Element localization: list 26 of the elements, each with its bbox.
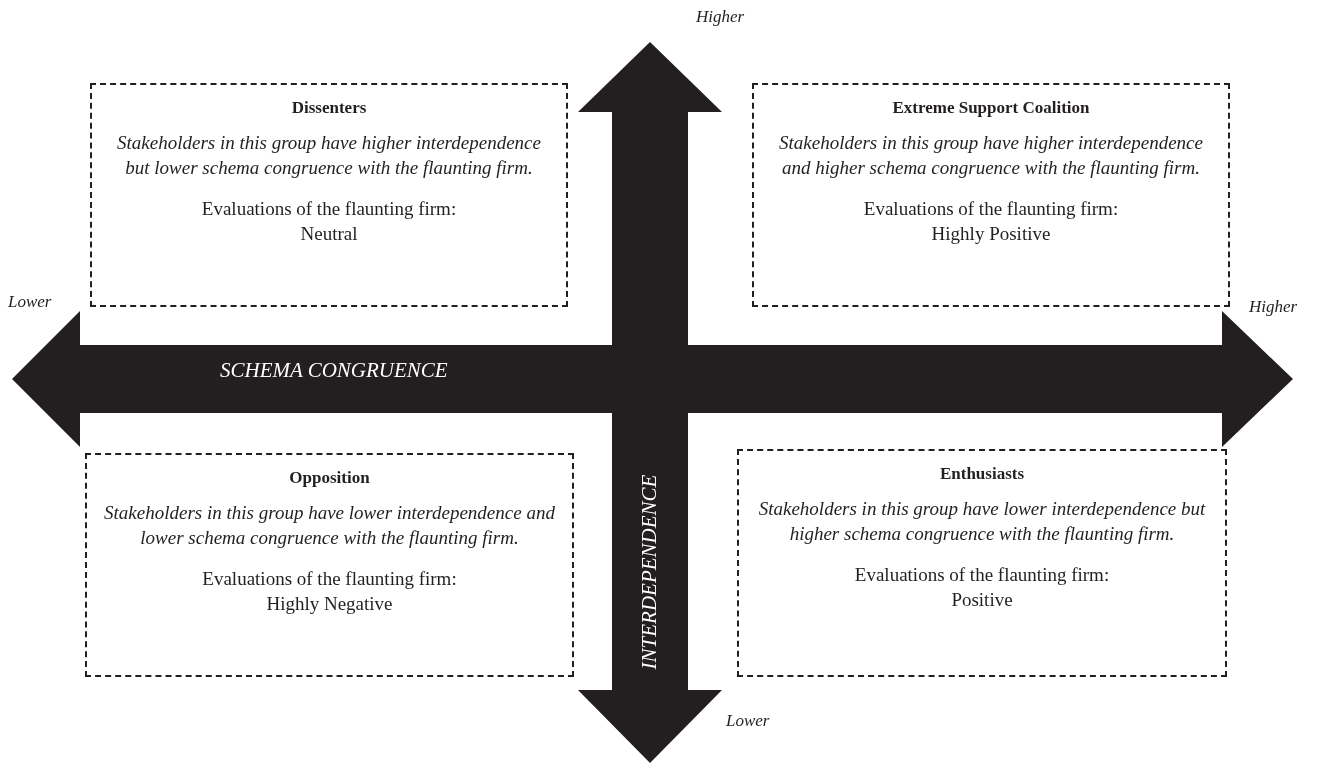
quadrant-description: Stakeholders in this group have lower interdependence and lower schema congruence with the flaunting firm. <box>103 501 556 551</box>
quadrant-box <box>737 449 1227 677</box>
quadrant-box <box>85 453 574 677</box>
quadrant-title: Dissenters <box>291 97 367 119</box>
quadrant-title: Enthusiasts <box>939 463 1025 485</box>
quadrant-title: Extreme Support Coalition <box>892 97 1090 119</box>
quadrant-description: Stakeholders in this group have lower interdependence but higher schema congruence with the flaunting firm. <box>757 497 1207 547</box>
axis-end-label: Lower <box>726 710 770 732</box>
quadrant-box <box>752 83 1230 307</box>
evaluation-value: Highly Negative <box>266 592 393 617</box>
evaluation-label: Evaluations of the flaunting firm: <box>201 197 457 222</box>
quadrant-title: Opposition <box>289 467 370 489</box>
evaluation-value: Highly Positive <box>931 222 1051 247</box>
quadrant-description: Stakeholders in this group have higher interdependence and higher schema congruence with the flaunting firm. <box>778 131 1204 181</box>
quadrant-description: Stakeholders in this group have higher interdependence but lower schema congruence with the flaunting firm. <box>116 131 542 181</box>
axis-end-label: Higher <box>696 6 745 28</box>
evaluation-label: Evaluations of the flaunting firm: <box>863 197 1119 222</box>
axis-title: SCHEMA CONGRUENCE <box>220 357 448 384</box>
axis-end-label: Higher <box>1249 296 1298 318</box>
evaluation-label: Evaluations of the flaunting firm: <box>854 563 1110 588</box>
axis-end-label: Lower <box>8 291 52 313</box>
evaluation-value: Neutral <box>300 222 358 247</box>
quadrant-box <box>90 83 568 307</box>
evaluation-value: Positive <box>951 588 1013 613</box>
evaluation-label: Evaluations of the flaunting firm: <box>202 567 457 592</box>
axis-title: INTERDEPENDENCE <box>636 474 663 670</box>
